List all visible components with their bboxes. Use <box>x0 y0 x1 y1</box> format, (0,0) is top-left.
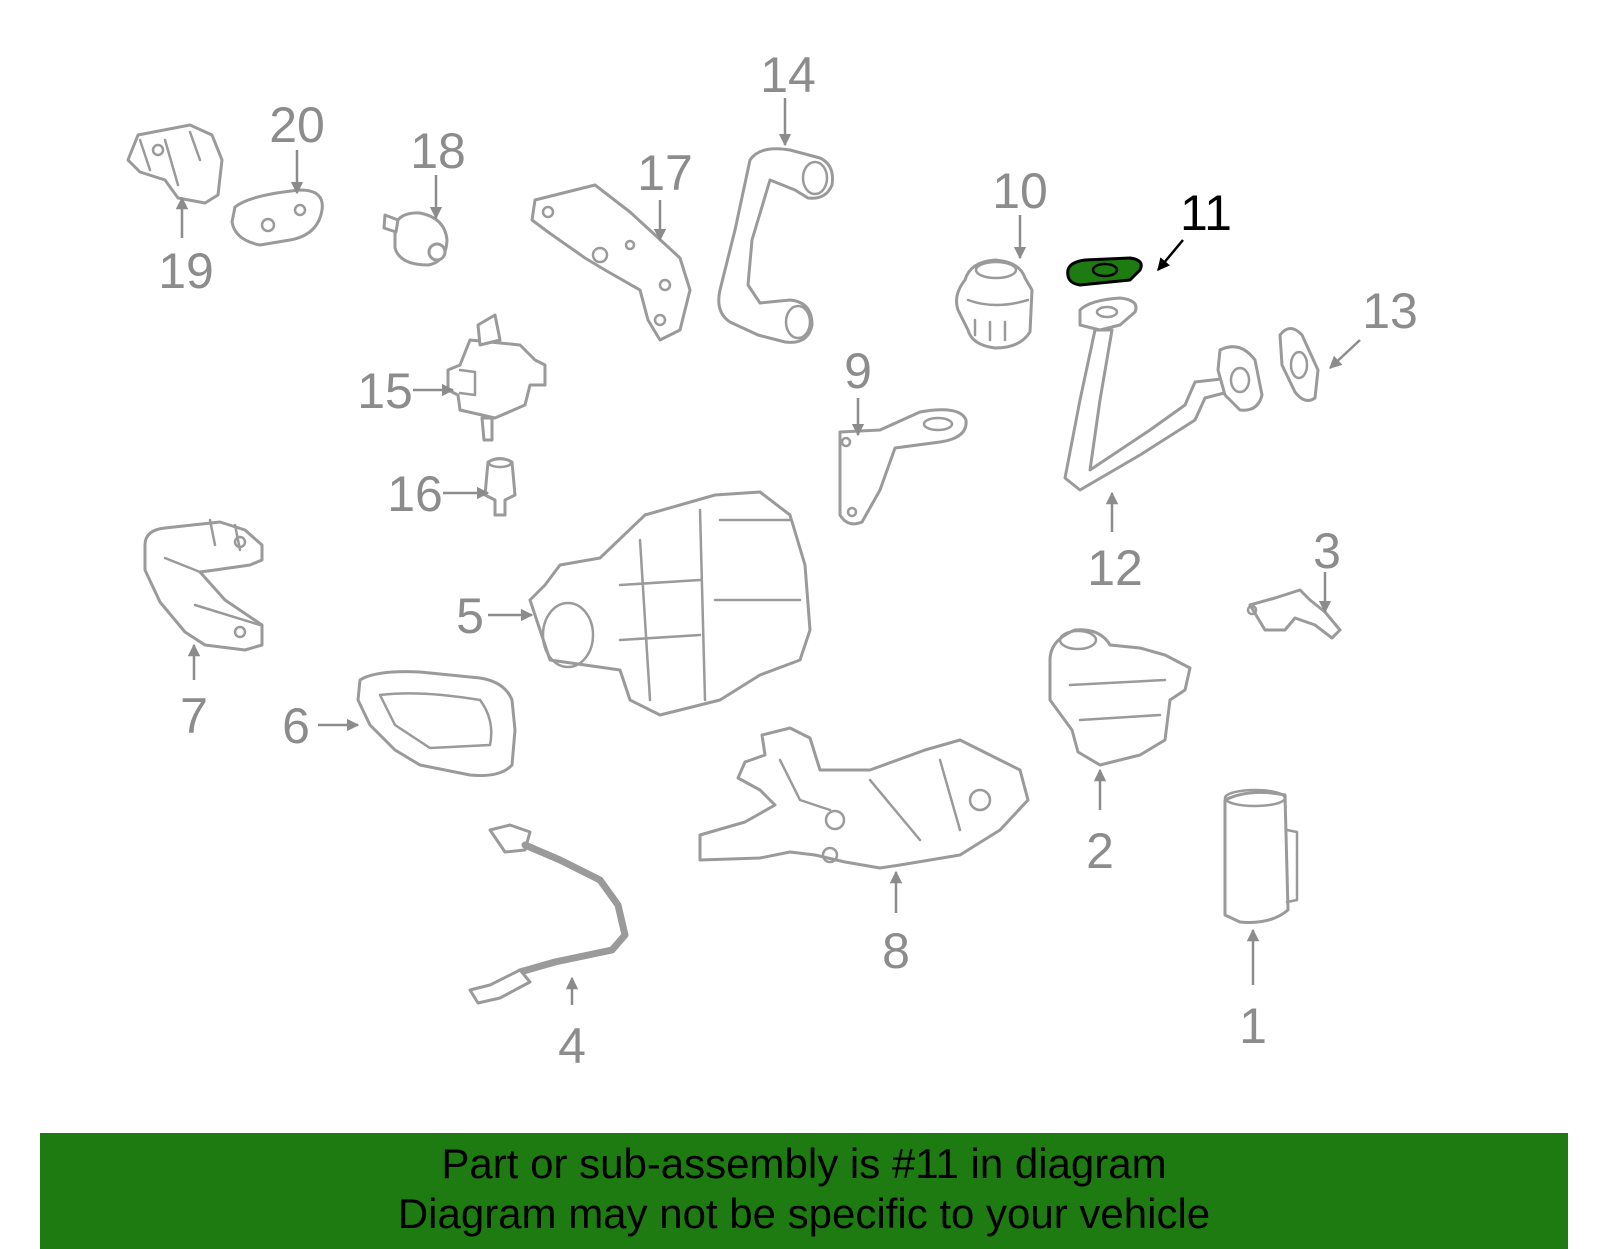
callout-18[interactable]: 18 <box>410 123 466 179</box>
part-9-bracket[interactable] <box>838 408 968 526</box>
part-1-cylinder[interactable] <box>1223 788 1299 924</box>
callout-17[interactable]: 17 <box>637 145 693 201</box>
part-14-link-arm[interactable] <box>717 147 834 344</box>
part-13-gasket[interactable] <box>1278 327 1320 402</box>
callout-14[interactable]: 14 <box>760 47 816 103</box>
part-6-frame[interactable] <box>356 670 517 777</box>
part-20-plate[interactable] <box>230 188 324 247</box>
part-5-air-pump[interactable] <box>528 490 812 717</box>
callout-15[interactable]: 15 <box>357 363 413 419</box>
info-banner: Part or sub-assembly is #11 in diagram D… <box>40 1133 1568 1249</box>
callout-19[interactable]: 19 <box>158 243 214 299</box>
callout-20[interactable]: 20 <box>269 97 325 153</box>
part-7-mount-bracket[interactable] <box>143 518 264 652</box>
callout-13[interactable]: 13 <box>1362 283 1418 339</box>
callout-6[interactable]: 6 <box>282 698 310 754</box>
part-18-mount[interactable] <box>382 211 449 267</box>
part-19-bracket[interactable] <box>126 123 224 205</box>
callout-12[interactable]: 12 <box>1087 540 1143 596</box>
part-8-main-bracket[interactable] <box>698 726 1030 870</box>
part-17-bracket[interactable] <box>530 183 692 342</box>
callout-7[interactable]: 7 <box>180 688 208 744</box>
banner-line-1: Part or sub-assembly is #11 in diagram <box>441 1140 1167 1187</box>
callout-8[interactable]: 8 <box>882 923 910 979</box>
part-2-check-valve[interactable] <box>1048 628 1192 767</box>
callout-9[interactable]: 9 <box>844 343 872 399</box>
callout-5[interactable]: 5 <box>456 588 484 644</box>
part-15-valve[interactable] <box>446 313 547 442</box>
banner-line-2: Diagram may not be specific to your vehi… <box>397 1190 1211 1237</box>
callout-3[interactable]: 3 <box>1313 523 1341 579</box>
part-16-connector[interactable] <box>483 457 517 517</box>
part-11-gasket-highlighted[interactable] <box>1066 256 1143 287</box>
callout-2[interactable]: 2 <box>1086 823 1114 879</box>
part-12-air-pipe[interactable] <box>1063 296 1264 492</box>
part-3-clip[interactable] <box>1246 588 1342 640</box>
callout-1[interactable]: 1 <box>1239 998 1267 1054</box>
part-10-canister[interactable] <box>955 258 1034 350</box>
callout-4[interactable]: 4 <box>558 1018 586 1074</box>
callout-16[interactable]: 16 <box>387 466 443 522</box>
leader-lines <box>175 98 1361 1005</box>
callout-labels: 1 2 3 4 5 6 7 8 9 10 11 12 13 14 15 16 1… <box>158 47 1418 1074</box>
part-4-oxygen-sensor[interactable] <box>468 823 629 1005</box>
callout-11-active[interactable]: 11 <box>1180 185 1232 241</box>
callout-10[interactable]: 10 <box>992 163 1048 219</box>
